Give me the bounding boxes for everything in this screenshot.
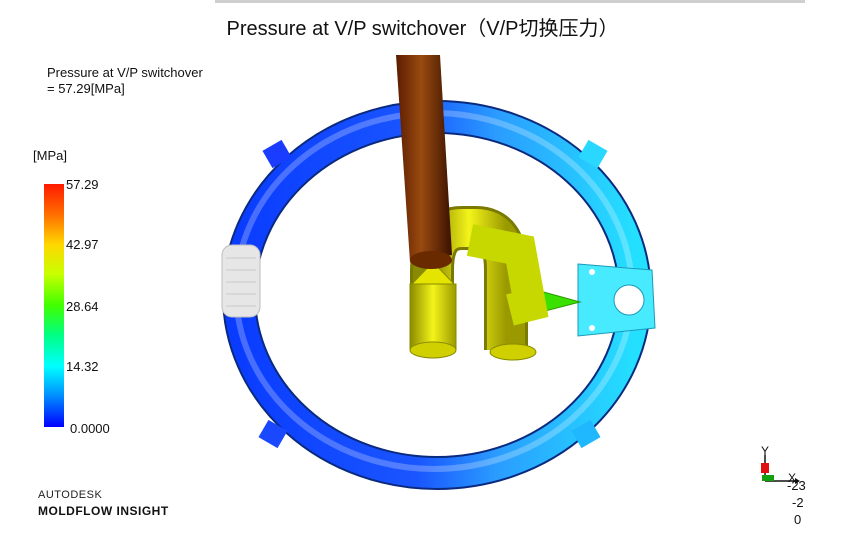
legend-tick-max: 57.29 bbox=[66, 177, 99, 192]
autodesk-logo: AUTODESK bbox=[38, 489, 103, 501]
scale-value-1: -23 bbox=[787, 478, 806, 493]
legend-unit: [MPa] bbox=[33, 148, 67, 163]
sprue bbox=[396, 55, 452, 269]
legend-tick-high: 42.97 bbox=[66, 237, 99, 252]
scale-value-2: -2 bbox=[792, 495, 804, 510]
legend-tick-mid: 28.64 bbox=[66, 299, 99, 314]
plot-title: Pressure at V/P switchover（V/P切换压力） bbox=[226, 18, 619, 40]
color-scale-bar bbox=[44, 184, 64, 427]
unfilled-segment bbox=[221, 244, 261, 318]
result-name: Pressure at V/P switchover bbox=[47, 65, 203, 80]
ring-tabs bbox=[258, 139, 608, 449]
orientation-triad bbox=[761, 455, 800, 484]
legend-tick-min: 0.0000 bbox=[70, 421, 110, 436]
moldflow-logo: MOLDFLOW INSIGHT bbox=[38, 504, 169, 518]
top-rule bbox=[215, 0, 805, 3]
y-axis-label: Y bbox=[761, 444, 770, 458]
result-value: = 57.29[MPa] bbox=[47, 81, 125, 96]
x-axis-label: X bbox=[788, 471, 797, 485]
scale-value-3: 0 bbox=[794, 512, 802, 527]
legend-tick-low: 14.32 bbox=[66, 359, 99, 374]
gate-block bbox=[577, 263, 656, 337]
